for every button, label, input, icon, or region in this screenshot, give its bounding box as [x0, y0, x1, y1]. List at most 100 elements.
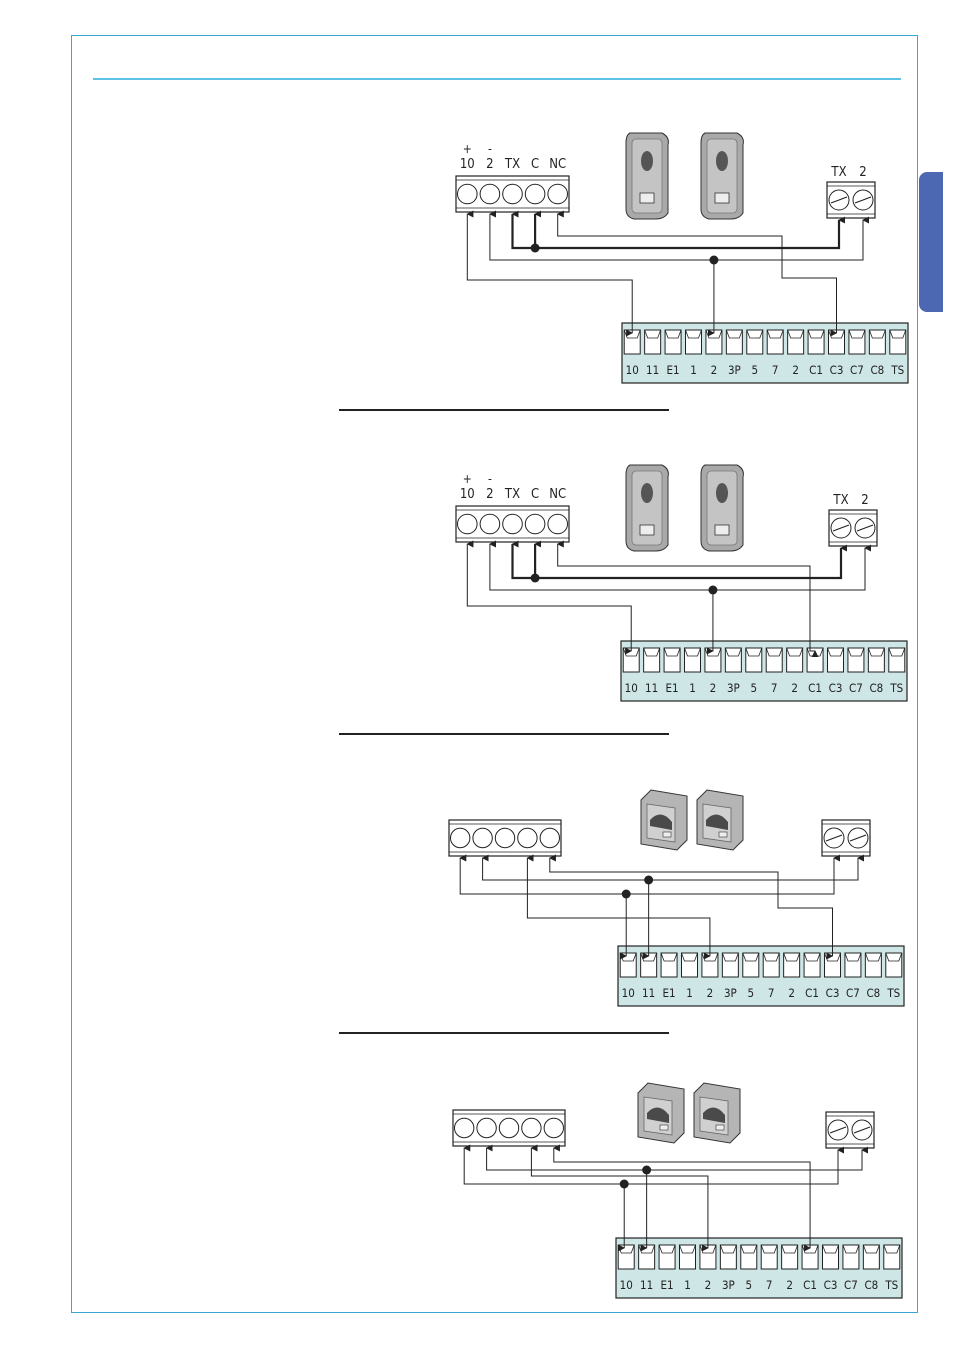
- board-terminal-label: C1: [808, 681, 822, 695]
- wire: [554, 1148, 810, 1248]
- board-terminal-label: C8: [866, 986, 880, 1000]
- board-terminal: [843, 1245, 859, 1269]
- wire: [531, 1148, 708, 1248]
- board-terminal: [808, 330, 824, 354]
- terminal-screw: [548, 514, 568, 534]
- board-terminal-label: C3: [829, 681, 843, 695]
- board-terminal-label: TS: [884, 1278, 898, 1292]
- wire: [527, 858, 710, 956]
- board-terminal-label: 1: [686, 986, 693, 1000]
- wiring-diagram-1: 1011E1123P572C1C3C7C8TS102TXCNC+-TX2: [456, 133, 908, 383]
- terminal-screw: [525, 514, 545, 534]
- board-terminal: [767, 330, 783, 354]
- board-terminal: [682, 953, 698, 977]
- board-terminal-label: C3: [824, 1278, 838, 1292]
- polarity-label: -: [488, 142, 492, 156]
- board-terminal-label: E1: [663, 986, 676, 1000]
- terminal-screw: [480, 514, 500, 534]
- board-terminal-label: TS: [889, 681, 903, 695]
- board-terminal: [766, 648, 782, 672]
- board-terminal-label: 2: [710, 681, 717, 695]
- board-terminal-label: 7: [766, 1278, 773, 1292]
- board-terminal-label: 3P: [728, 363, 741, 377]
- board-terminal-label: 11: [642, 986, 655, 1000]
- wire: [550, 858, 833, 956]
- photocell-lens-icon: [716, 483, 728, 503]
- board-terminal: [869, 330, 885, 354]
- board-terminal-label: C8: [870, 363, 884, 377]
- board-terminal-label: 5: [751, 363, 758, 377]
- wire: [558, 214, 837, 333]
- terminal-screw: [503, 514, 523, 534]
- board-terminal: [743, 953, 759, 977]
- board-terminal-label: 2: [707, 986, 714, 1000]
- photocell-lens-icon: [716, 151, 728, 171]
- board-terminal: [886, 953, 902, 977]
- board-terminal: [725, 648, 741, 672]
- board-terminal: [741, 1245, 757, 1269]
- board-terminal: [661, 953, 677, 977]
- receiver-terminal-label: 10: [460, 157, 475, 172]
- board-terminal: [890, 330, 906, 354]
- photocell-lens-icon: [641, 151, 653, 171]
- board-terminal-label: 3P: [724, 986, 737, 1000]
- board-terminal-label: 2: [711, 363, 718, 377]
- board-terminal: [641, 953, 657, 977]
- wiring-diagram-2: 1011E1123P572C1C3C7C8TS102TXCNC+-TX2: [456, 465, 907, 701]
- terminal-screw: [540, 828, 559, 847]
- board-terminal-label: 11: [646, 363, 659, 377]
- board-terminal: [639, 1245, 655, 1269]
- board-terminal-label: 3P: [727, 681, 740, 695]
- board-terminal: [700, 1245, 716, 1269]
- wire: [558, 544, 815, 651]
- board-terminal-label: C8: [864, 1278, 878, 1292]
- board-terminal-label: 10: [625, 681, 638, 695]
- photocell-label-icon: [716, 1125, 724, 1130]
- board-terminal: [746, 648, 762, 672]
- board-terminal: [782, 1245, 798, 1269]
- receiver-terminal-label: NC: [549, 487, 566, 502]
- receiver-terminal-label: C: [531, 157, 539, 172]
- board-terminal: [802, 1245, 818, 1269]
- wire: [483, 858, 858, 880]
- board-terminal-label: 2: [786, 1278, 793, 1292]
- board-terminal: [705, 648, 721, 672]
- board-terminal: [865, 953, 881, 977]
- board-terminal: [620, 953, 636, 977]
- board-terminal-label: 5: [750, 681, 757, 695]
- board-terminal-label: C7: [846, 986, 860, 1000]
- transmitter-terminal-label: TX: [830, 165, 846, 180]
- board-terminal: [825, 953, 841, 977]
- board-terminal-label: 2: [791, 681, 798, 695]
- board-terminal-label: 10: [620, 1278, 633, 1292]
- board-terminal-label: 11: [640, 1278, 653, 1292]
- photocell-label-icon: [640, 193, 654, 203]
- board-terminal: [845, 953, 861, 977]
- terminal-screw: [495, 828, 514, 847]
- terminal-screw: [458, 184, 478, 204]
- terminal-screw: [518, 828, 537, 847]
- photocell-label-icon: [640, 525, 654, 535]
- board-terminal-label: 7: [772, 363, 779, 377]
- terminal-screw: [522, 1118, 541, 1137]
- board-terminal: [685, 648, 701, 672]
- receiver-terminal-label: NC: [549, 157, 566, 172]
- board-terminal: [848, 648, 864, 672]
- board-terminal-label: TS: [890, 363, 904, 377]
- board-terminal-label: 11: [645, 681, 658, 695]
- board-terminal-label: 7: [768, 986, 775, 1000]
- transmitter-terminal-label: 2: [859, 165, 866, 180]
- board-terminal: [884, 1245, 900, 1269]
- board-terminal-label: TS: [886, 986, 900, 1000]
- board-terminal-label: 10: [626, 363, 639, 377]
- board-terminal-label: 7: [771, 681, 778, 695]
- board-terminal-label: C7: [844, 1278, 858, 1292]
- photocell-label-icon: [715, 525, 729, 535]
- terminal-screw: [477, 1118, 496, 1137]
- board-terminal: [624, 330, 640, 354]
- board-terminal: [720, 1245, 736, 1269]
- board-terminal-label: C1: [805, 986, 819, 1000]
